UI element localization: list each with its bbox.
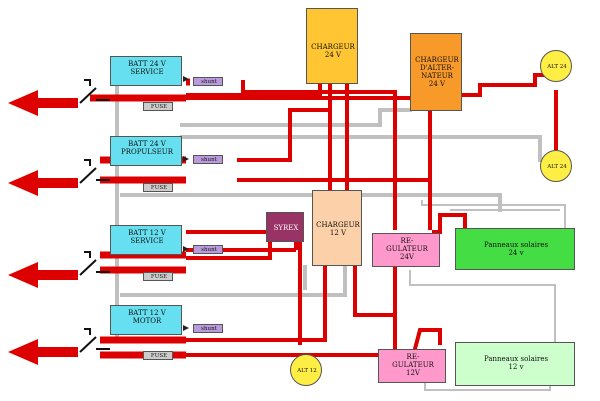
shunt-1-label: shunt [201, 79, 217, 85]
battery-12v-motor-line2: MOTOR [132, 317, 162, 325]
regulateur-12v: RE- GULATEUR 12V [378, 349, 446, 383]
chargeur-12v-line2: 12 V [329, 229, 347, 237]
shunt-4-label: shunt [201, 326, 217, 332]
fuse-4-label: FUSE [150, 353, 168, 359]
shunt-3-label: shunt [201, 247, 217, 253]
chargeur-alt-line1: CHARGEUR [415, 56, 459, 64]
panneaux-solaires-12v: Panneaux solaires 12 v [455, 342, 575, 386]
syrex-label: SYREX [273, 224, 299, 232]
chargeur-alt-line3: NATEUR [421, 72, 453, 80]
chargeur-24v-line1: CHARGEUR [311, 43, 355, 51]
chargeur-12v: CHARGEUR 12 V [312, 190, 362, 266]
fuse-1: FUSE [143, 102, 173, 111]
fuse-4: FUSE [143, 351, 173, 360]
alternator-24v-bottom: ALT 24 [540, 150, 572, 182]
battery-12v-motor: BATT 12 V MOTOR [110, 305, 182, 335]
shunt-1: shunt [193, 77, 223, 86]
switch-symbols [79, 79, 110, 353]
battery-12v-service-line1: BATT 12 V [128, 229, 166, 237]
alternator-12v: ALT 12 [290, 354, 322, 386]
fuse-2-label: FUSE [150, 185, 168, 191]
fuse-3: FUSE [143, 272, 173, 281]
battery-24v-propulseur-line1: BATT 24 V [128, 140, 166, 148]
regulateur-12v-line2: GULATEUR [392, 361, 434, 369]
chargeur-12v-line1: CHARGEUR [316, 221, 360, 229]
fuse-3-label: FUSE [150, 274, 168, 280]
regulateur-24v-line1: RE- [400, 237, 414, 245]
panneaux-12v-line2: 12 v [508, 363, 524, 371]
regulateur-24v: RE- GULATEUR 24V [372, 233, 440, 267]
panneaux-12v-line1: Panneaux solaires [483, 355, 549, 363]
chargeur-24v: CHARGEUR 24 V [306, 8, 358, 84]
shunt-3: shunt [193, 245, 223, 254]
battery-24v-propulseur: BATT 24 V PROPULSEUR [110, 136, 182, 166]
shunt-4: shunt [193, 324, 223, 333]
alternator-24v-bottom-label: ALT 24 [547, 164, 567, 170]
syrex-unit: SYREX [266, 212, 304, 242]
grey-bus-wires [115, 82, 549, 338]
regulateur-24v-line2: GULATEUR [386, 245, 428, 253]
chargeur-alt-line2: D'ALTER- [419, 64, 455, 72]
shunt-2-label: shunt [201, 157, 217, 163]
chargeur-24v-line2: 24 V [324, 51, 342, 59]
alternator-24v-top: ALT 24 [540, 50, 572, 82]
chargeur-alt-line4: 24 V [428, 80, 446, 88]
battery-12v-service: BATT 12 V SERVICE [110, 225, 182, 255]
panneaux-24v-line1: Panneaux solaires [483, 241, 549, 249]
battery-12v-service-line2: SERVICE [130, 237, 164, 245]
output-arrows [8, 90, 78, 365]
battery-24v-service: BATT 24 V SERVICE [110, 56, 182, 86]
red-power-wires [186, 73, 558, 361]
battery-24v-service-line2: SERVICE [130, 68, 164, 76]
regulateur-24v-line3: 24V [400, 253, 414, 261]
chargeur-alternateur-24v: CHARGEUR D'ALTER- NATEUR 24 V [410, 33, 462, 111]
battery-12v-motor-line1: BATT 12 V [128, 309, 166, 317]
shunt-2: shunt [193, 155, 223, 164]
panneaux-solaires-24v: Panneaux solaires 24 v [455, 228, 575, 270]
alternator-12v-label: ALT 12 [297, 368, 317, 374]
battery-24v-service-line1: BATT 24 V [128, 60, 166, 68]
panneaux-24v-line2: 24 v [508, 249, 524, 257]
regulateur-12v-line1: RE- [406, 353, 420, 361]
fuse-1-label: FUSE [150, 104, 168, 110]
alternator-24v-top-label: ALT 24 [547, 64, 567, 70]
battery-24v-propulseur-line2: PROPULSEUR [121, 148, 173, 156]
regulateur-12v-line3: 12V [406, 369, 420, 377]
fuse-2: FUSE [143, 183, 173, 192]
